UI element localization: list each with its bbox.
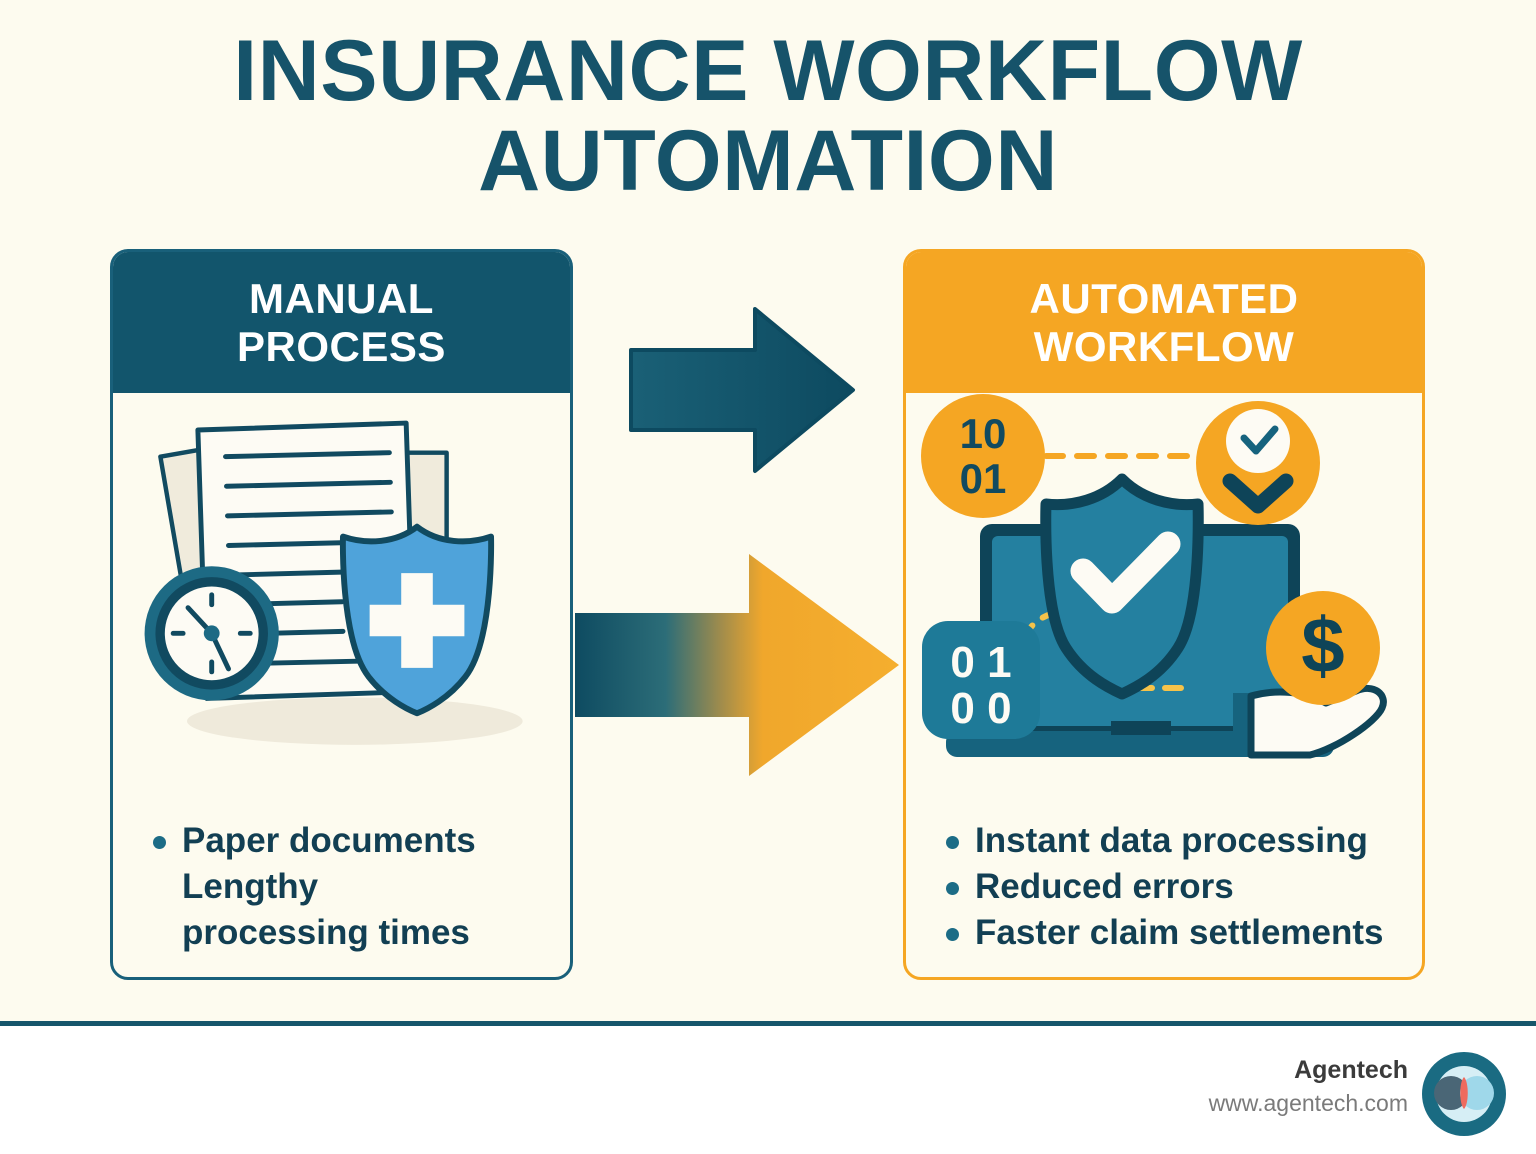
brand-name: Agentech	[1294, 1056, 1408, 1084]
agentech-logo	[1420, 1050, 1508, 1138]
list-item-label: Reduced errors	[975, 866, 1234, 906]
panel-automated-header-line-1: AUTOMATED	[1029, 275, 1299, 323]
panel-manual-header-line-1: MANUAL	[249, 275, 434, 323]
panel-automated-workflow: AUTOMATED WORKFLOW	[903, 249, 1425, 980]
footer-divider	[0, 1021, 1536, 1026]
list-item-label: processing times	[182, 912, 470, 952]
list-item: Faster claim settlements	[934, 911, 1396, 955]
manual-process-bullet-list: Paper documents Lengthy processing times	[113, 819, 570, 957]
hand-with-coin-icon: $	[1233, 591, 1387, 759]
page-title-line-1: INSURANCE WORKFLOW	[233, 23, 1303, 119]
page-title-line-2: AUTOMATION	[478, 113, 1058, 210]
panel-manual-header-line-2: PROCESS	[237, 322, 446, 370]
brand-website[interactable]: www.agentech.com	[1208, 1090, 1408, 1117]
dollar-coin-symbol: $	[1301, 601, 1344, 689]
clock-icon	[144, 566, 279, 701]
footer	[0, 1026, 1536, 1154]
list-item: Paper documents	[141, 819, 544, 863]
bullet-dot-icon	[153, 928, 166, 941]
check-circle-chevron-down-icon	[1196, 401, 1320, 525]
page-title: INSURANCE WORKFLOW AUTOMATION	[0, 26, 1536, 207]
brand-block: Agentech www.agentech.com	[1108, 1055, 1408, 1119]
list-item-label: Lengthy	[182, 866, 319, 906]
list-item-label: Faster claim settlements	[975, 912, 1384, 952]
list-item-label: Paper documents	[182, 820, 476, 860]
panel-automated-workflow-header: AUTOMATED WORKFLOW	[906, 252, 1422, 393]
list-item: Reduced errors	[934, 865, 1396, 909]
arrow-right-teal	[627, 300, 857, 480]
list-item-label: Instant data processing	[975, 820, 1368, 860]
automated-workflow-bullet-list: Instant data processing Reduced errors F…	[906, 819, 1422, 957]
insurance-shield-icon	[339, 523, 495, 717]
panel-manual-process-header: MANUAL PROCESS	[113, 252, 570, 393]
arrow-right-gradient	[573, 550, 903, 780]
bullet-dot-icon	[946, 881, 959, 895]
list-item: Instant data processing	[934, 819, 1396, 863]
binary-badge-left-line-1: 0 1	[950, 638, 1011, 687]
panel-automated-header-line-2: WORKFLOW	[1033, 322, 1295, 370]
bullet-dot-icon	[153, 835, 166, 849]
binary-badge-top-line-1: 10	[960, 410, 1007, 457]
list-item: processing times	[141, 911, 544, 955]
manual-process-illustration	[113, 393, 570, 771]
binary-badge-left: 0 1 0 0	[922, 621, 1040, 739]
binary-badge-left-line-2: 0 0	[950, 684, 1011, 733]
binary-badge-top: 10 01	[921, 394, 1045, 518]
bullet-dot-icon	[153, 882, 166, 895]
shield-check-icon	[1040, 473, 1204, 700]
panel-manual-process: MANUAL PROCESS	[110, 249, 573, 980]
binary-badge-top-line-2: 01	[960, 455, 1007, 502]
bullet-dot-icon	[946, 927, 959, 941]
automated-workflow-illustration: 10 01 0 1 0 0	[906, 393, 1422, 771]
bullet-dot-icon	[946, 835, 959, 849]
dollar-coin-icon	[1266, 591, 1380, 705]
list-item: Lengthy	[141, 865, 544, 909]
